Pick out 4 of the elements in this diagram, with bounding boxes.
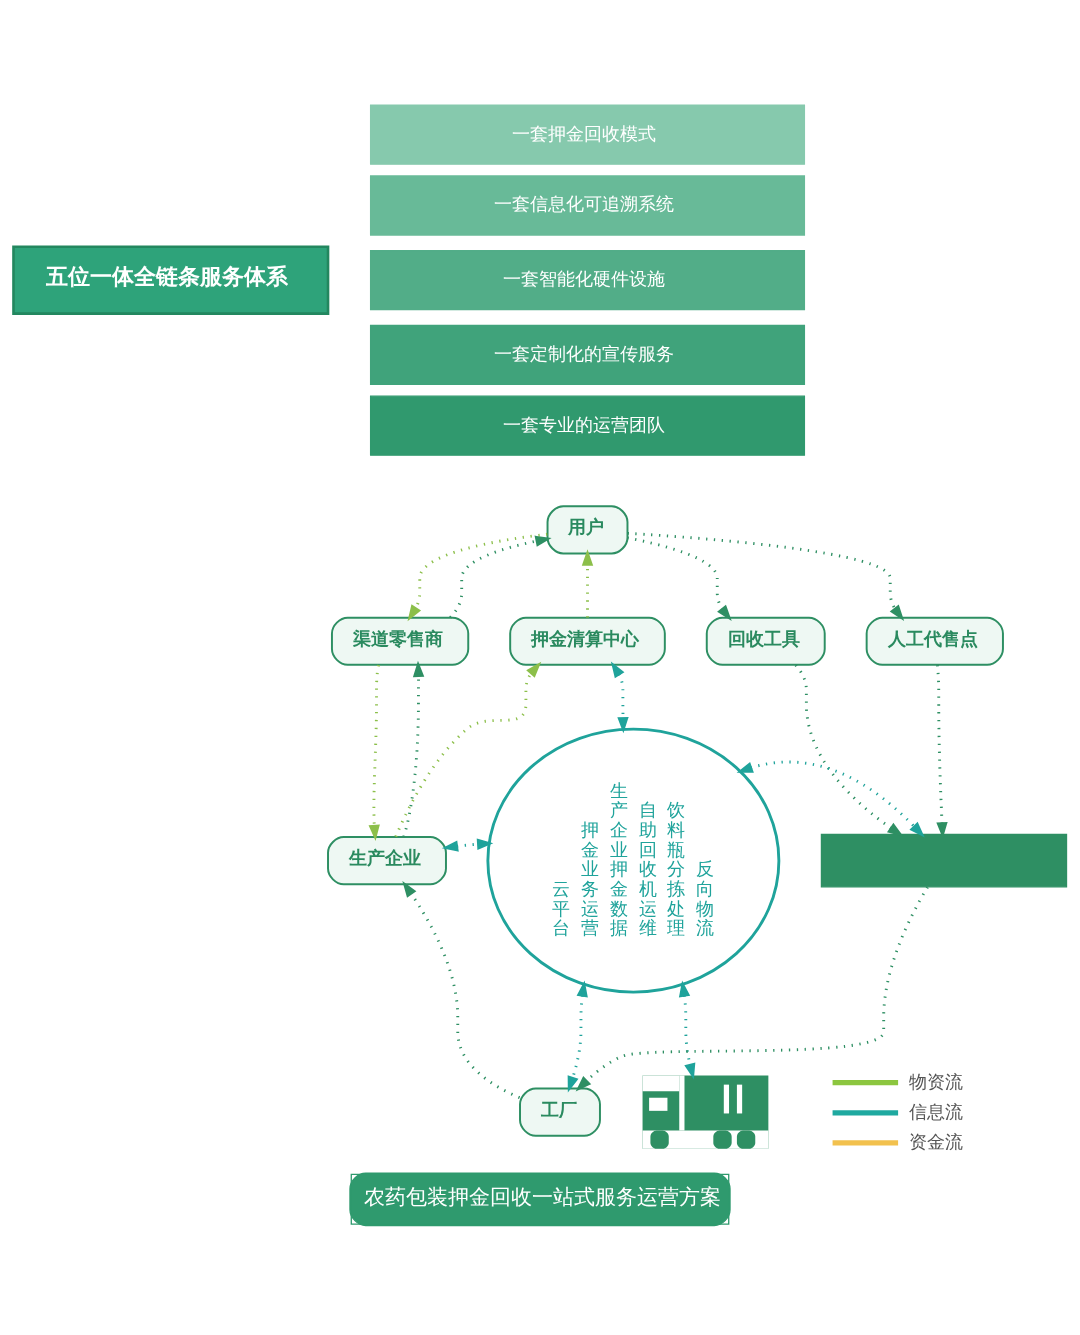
caption: 农药包装押金回收一站式服务运营方案 — [364, 1184, 722, 1209]
legend-label: 资金流 — [908, 1130, 963, 1152]
legend-label: 信息流 — [908, 1100, 963, 1122]
legend-label: 物资流 — [908, 1070, 963, 1092]
